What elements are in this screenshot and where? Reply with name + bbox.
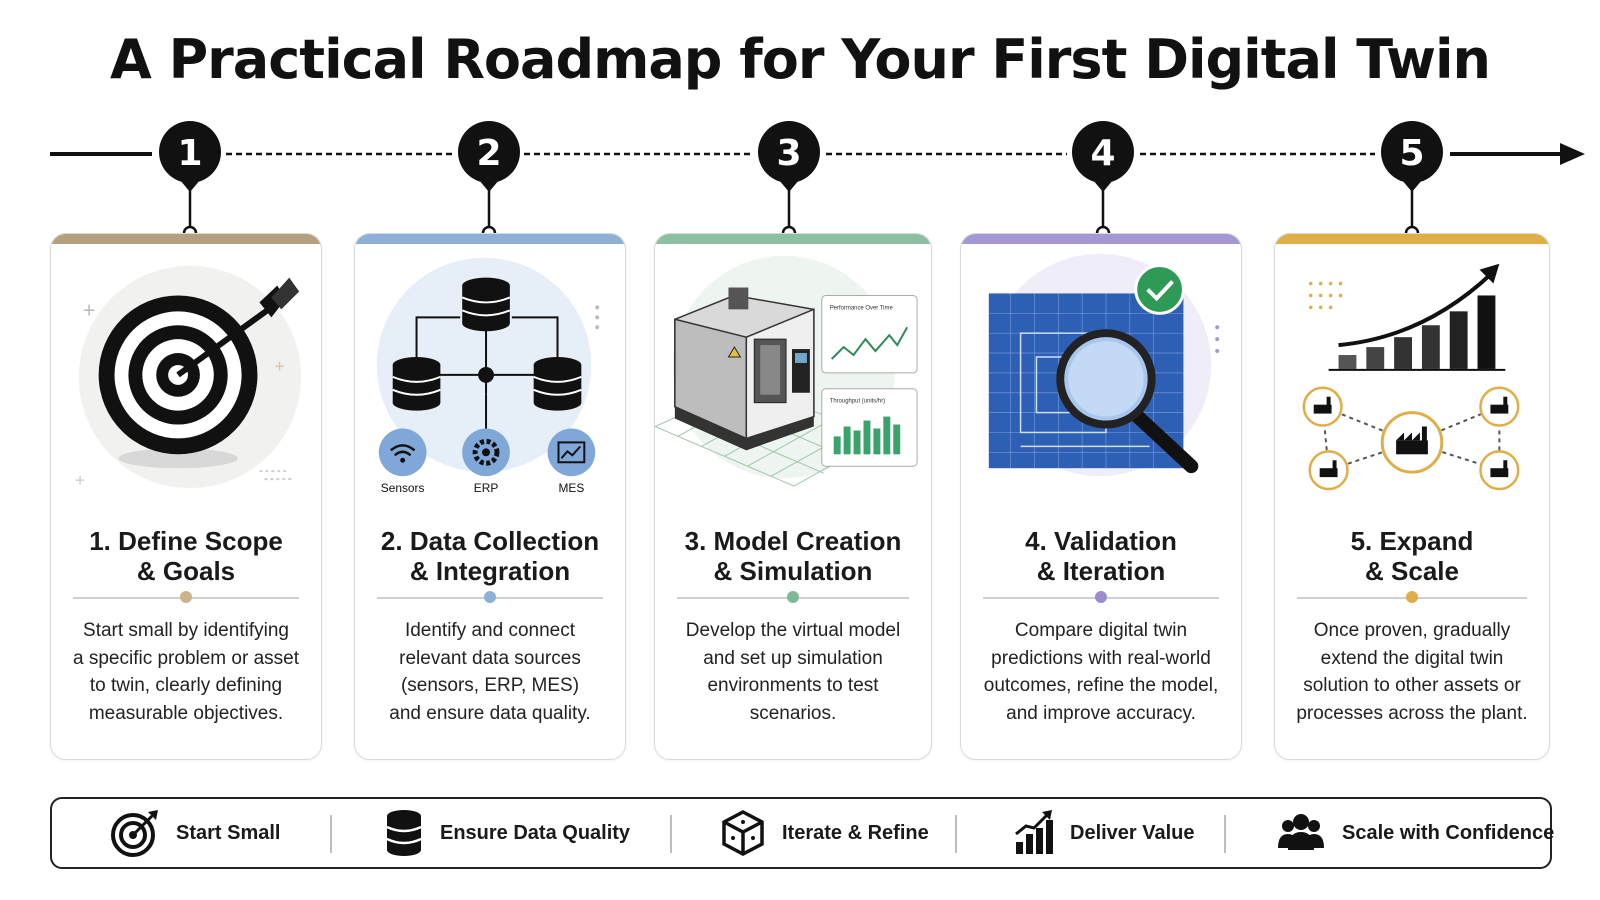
factory-node-icon — [1479, 386, 1520, 427]
card-accent-bar — [355, 234, 625, 244]
factory-node-icon — [1302, 386, 1343, 427]
step-description-4: Compare digital twin predictions with re… — [983, 620, 1219, 724]
factory-node-icon — [1479, 450, 1520, 491]
step-number-3: 3 — [776, 133, 801, 174]
step-heading-5: 5. Expand & Scale — [1350, 526, 1474, 586]
step-card-5: 5. Expand & Scale Once proven, gradually… — [1274, 233, 1550, 760]
principle-ensure-data-quality: Ensure Data Quality — [384, 799, 630, 867]
timeline: 1 2 3 4 5 — [50, 121, 1585, 241]
separator — [1224, 815, 1226, 853]
principle-scale-confidence: Scale with Confidence — [1276, 799, 1554, 867]
divider-dot — [180, 591, 192, 603]
svg-text:+: + — [83, 297, 96, 322]
throughput-panel: Throughput (units/hr) — [821, 388, 918, 467]
page-title: A Practical Roadmap for Your First Digit… — [110, 28, 1491, 91]
database-icon-top — [461, 277, 511, 332]
principle-deliver-value: Deliver Value — [1014, 799, 1195, 867]
step-card-3: Performance Over Time Throughput (units/… — [654, 233, 932, 760]
step-heading-1: 1. Define Scope & Goals — [89, 526, 283, 586]
step-description-5: Once proven, gradually extend the digita… — [1296, 620, 1528, 724]
database-icon-right — [533, 357, 582, 411]
divider-dot — [484, 591, 496, 603]
step-number-4: 4 — [1090, 133, 1115, 174]
svg-text:+: + — [75, 470, 85, 490]
step-description-2: Identify and connect relevant data sourc… — [389, 620, 591, 724]
bar-chart-growth-icon — [1015, 810, 1053, 854]
step-marker-1: 1 — [159, 121, 221, 241]
divider-dot — [1095, 591, 1107, 603]
principle-iterate-refine: Iterate & Refine — [720, 799, 929, 867]
svg-text:+: + — [274, 356, 284, 376]
blueprint-magnifier-icon — [988, 253, 1220, 477]
step-number-5: 5 — [1399, 133, 1424, 174]
source-label-sensors: Sensors — [381, 481, 425, 495]
step-marker-5: 5 — [1381, 121, 1443, 241]
separator — [670, 815, 672, 853]
step-card-2: Sensors ERP MES 2. Data Collection & Int… — [354, 233, 626, 760]
database-icon — [386, 810, 422, 856]
factory-hub-icon — [1380, 411, 1444, 474]
check-badge-icon — [1134, 264, 1185, 315]
card-accent-bar — [655, 234, 931, 244]
decor-dots — [1308, 281, 1343, 310]
principles-bar: Start Small Ensure Data Quality — [50, 797, 1554, 869]
separator — [955, 815, 957, 853]
machine-model-icon: Performance Over Time Throughput (units/… — [655, 255, 918, 487]
target-arrow-icon: + + + — [75, 265, 302, 490]
source-label-erp: ERP — [474, 481, 499, 495]
timeline-arrow-icon — [1560, 143, 1585, 165]
card-accent-bar — [51, 234, 321, 244]
svg-text:Performance Over Time: Performance Over Time — [830, 305, 894, 311]
growth-bar-chart — [1328, 263, 1506, 371]
step-description-1: Start small by identifying a specific pr… — [73, 620, 299, 724]
database-icon-left — [392, 357, 441, 411]
step-number-2: 2 — [476, 133, 501, 174]
step-marker-3: 3 — [758, 121, 820, 241]
gear-icon — [462, 428, 510, 477]
step-marker-4: 4 — [1072, 121, 1134, 241]
divider-dot — [1406, 591, 1418, 603]
cnc-machine — [674, 287, 815, 451]
step-marker-2: 2 — [458, 121, 520, 241]
step-heading-3: 3. Model Creation & Simulation — [684, 526, 902, 586]
step-description-3: Develop the virtual model and set up sim… — [685, 620, 901, 724]
target-icon — [111, 810, 158, 857]
step-card-4: 4. Validation & Iteration Compare digita… — [960, 233, 1242, 760]
divider-dot — [787, 591, 799, 603]
magnifier-icon — [1056, 329, 1199, 474]
factory-node-icon — [1308, 450, 1349, 491]
dashboard-icon — [547, 428, 596, 477]
source-label-mes: MES — [558, 481, 584, 495]
growth-network-icon — [1302, 263, 1520, 491]
performance-panel: Performance Over Time — [821, 294, 918, 374]
database-network-icon: Sensors ERP MES — [376, 257, 600, 495]
step-card-1: + + + 1. Define Scope & Goals Start smal… — [50, 233, 322, 760]
cube-icon — [722, 810, 764, 856]
principle-start-small: Start Small — [110, 799, 280, 867]
step-number-1: 1 — [177, 133, 202, 174]
step-heading-2: 2. Data Collection & Integration — [380, 526, 600, 586]
svg-text:Throughput (units/hr): Throughput (units/hr) — [830, 399, 885, 405]
card-accent-bar — [1275, 234, 1549, 244]
step-heading-4: 4. Validation & Iteration — [1025, 526, 1177, 586]
wifi-icon — [378, 428, 427, 477]
separator — [330, 815, 332, 853]
card-accent-bar — [961, 234, 1241, 244]
people-group-icon — [1278, 814, 1324, 850]
